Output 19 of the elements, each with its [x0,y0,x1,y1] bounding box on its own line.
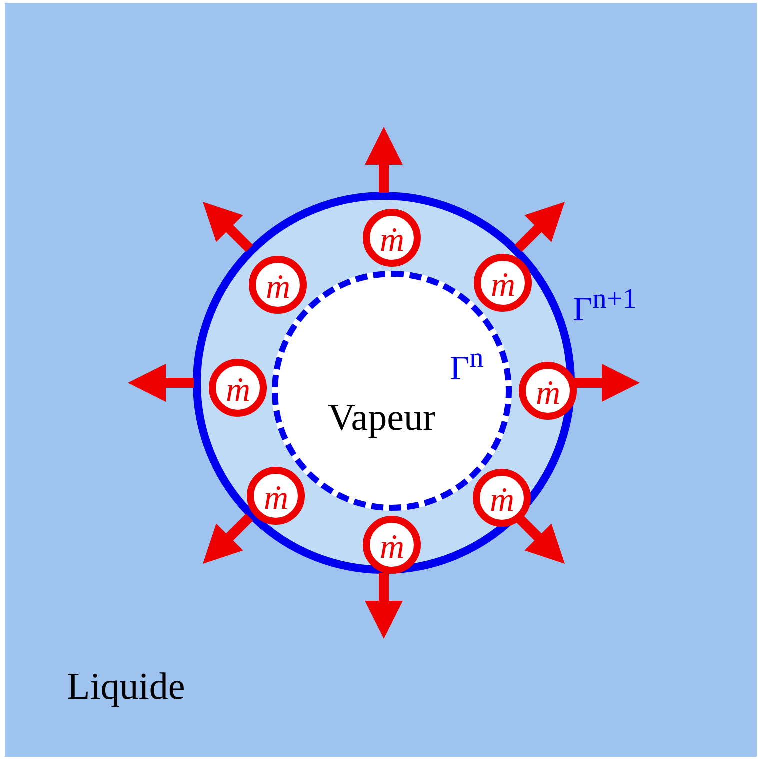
mass-flux-symbol: ṁ [380,224,405,258]
mass-flux-circle [249,256,307,314]
mass-flux-symbol: ṁ [380,531,405,565]
interface-label: Γ$^{n}$ [450,345,484,386]
mass-flux-circle [474,254,532,312]
liquid-region [5,3,757,757]
mass-flux-symbol: ṁ [491,269,516,303]
region-label: Vapeur [328,399,436,437]
mass-flux-symbol: ṁ [490,484,515,518]
mass-flux-circle [473,469,531,527]
mass-flux-symbol: ṁ [266,271,291,305]
mass-flux-symbol: ṁ [536,377,561,411]
region-label: Liquide [67,668,186,706]
mass-flux-circle [363,516,421,574]
mass-flux-circle [247,467,305,525]
interface-label: Γ$^{n+1}$ [573,286,637,328]
mass-flux-symbol: ṁ [264,482,289,516]
mass-flux-circle [519,362,577,420]
mass-flux-symbol: ṁ [226,374,251,408]
